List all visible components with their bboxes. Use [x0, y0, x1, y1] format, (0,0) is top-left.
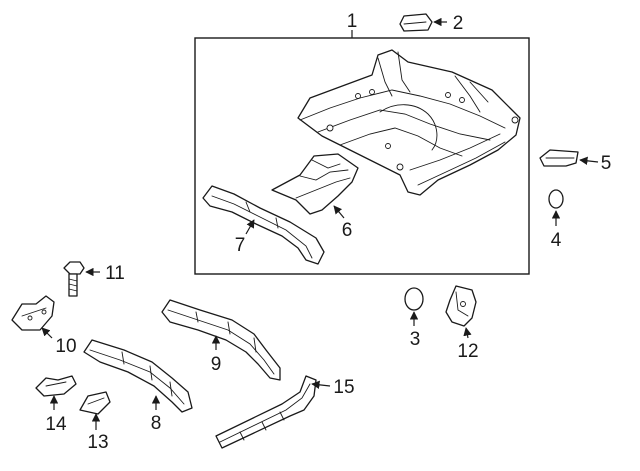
callout-15-leader: [311, 380, 331, 390]
grommet-3: [404, 287, 424, 311]
callout-13: 13: [87, 432, 108, 453]
floor-plug-2: [399, 13, 433, 32]
callout-10-leader: [41, 327, 53, 339]
floor-pan-main: [297, 49, 521, 196]
callout-4: 4: [551, 230, 562, 251]
callout-12-leader: [463, 327, 472, 339]
frame-rail-9: [161, 299, 281, 381]
callout-10: 10: [55, 336, 76, 357]
callout-7: 7: [235, 235, 246, 256]
callout-9: 9: [211, 354, 222, 375]
bracket-12: [445, 285, 477, 327]
callout-14: 14: [45, 414, 67, 435]
callout-15: 15: [333, 377, 354, 398]
grommet-4: [548, 189, 564, 209]
callout-12: 12: [457, 341, 478, 362]
callout-3: 3: [410, 329, 421, 350]
callout-11: 11: [105, 263, 125, 284]
bracket-14: [35, 375, 77, 397]
bracket-13: [79, 391, 111, 415]
floor-pan-assembly-frame: [194, 37, 530, 275]
callout-2: 2: [453, 13, 464, 34]
callout-1: 1: [347, 11, 358, 32]
rear-crossmember-upper: [202, 185, 325, 265]
bracket-5: [539, 149, 579, 167]
callout-8: 8: [151, 413, 162, 434]
bracket-10: [11, 295, 55, 331]
callout-5-leader: [579, 156, 599, 166]
bolt-11: [63, 261, 85, 297]
frame-rail-8: [83, 339, 193, 413]
callout-5: 5: [601, 153, 612, 174]
rocker-panel-15: [215, 375, 317, 449]
callout-7-leader: [245, 219, 255, 235]
callout-6: 6: [342, 220, 353, 241]
floor-crossmember: [271, 153, 359, 215]
callout-6-leader: [333, 205, 345, 219]
